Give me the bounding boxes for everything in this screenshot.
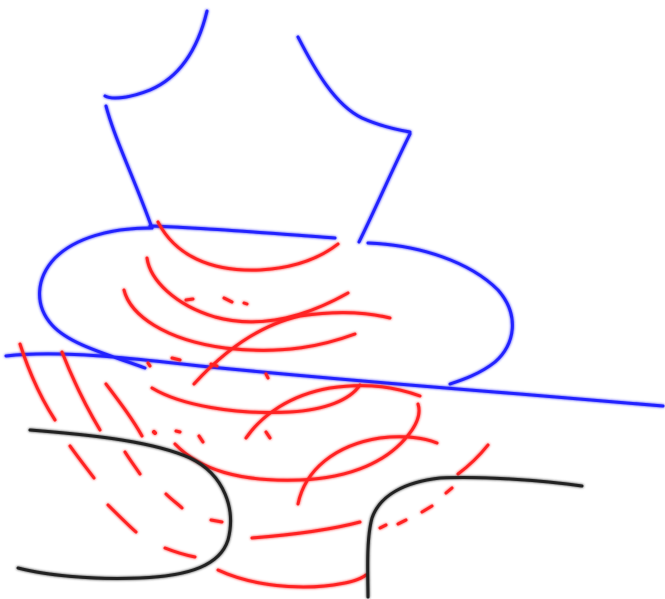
black-right-lobe [368, 477, 582, 597]
red-left-8 [165, 548, 195, 557]
red-dot-k [154, 432, 155, 433]
red-dash-f [266, 374, 268, 378]
red-mid-arc-3 [175, 404, 419, 480]
red-right-dash-1 [380, 525, 386, 528]
blue-right-pentagon-side [359, 134, 410, 242]
red-left-4 [70, 446, 94, 478]
red-left-7 [108, 505, 136, 532]
red-lower-arc-3 [218, 570, 366, 587]
red-dash-c [244, 303, 247, 304]
blue-strokes [6, 11, 663, 406]
red-arc-1 [158, 222, 338, 270]
red-dash-a [186, 299, 193, 300]
blue-horizon-line [6, 354, 663, 406]
black-strokes [18, 430, 582, 597]
red-mid-arc-4 [298, 437, 437, 504]
red-mid-arc-2 [246, 386, 420, 438]
blue-oval-right [368, 243, 512, 384]
red-dash-b [224, 298, 232, 302]
red-dash-i [199, 436, 203, 442]
red-left-6 [166, 494, 182, 508]
red-dash-j [266, 432, 270, 438]
red-strokes [20, 222, 488, 587]
red-dash-h [176, 431, 180, 432]
red-right-stroke [458, 445, 488, 474]
red-arc-2 [147, 258, 348, 322]
red-left-3 [106, 384, 142, 436]
red-right-dash-3 [422, 506, 432, 512]
red-left-2 [62, 352, 100, 430]
red-dash-d [172, 358, 180, 360]
blue-oval-left [40, 228, 152, 368]
blue-left-pentagon-side [106, 106, 152, 228]
red-right-dash-2 [398, 520, 406, 524]
blue-pentagon-base [150, 226, 335, 238]
red-dash-g [148, 363, 150, 366]
blue-left-neck-curve [105, 11, 207, 98]
red-right-dash-4 [446, 488, 452, 493]
red-left-5 [125, 452, 140, 474]
blue-right-neck-curve [298, 37, 410, 132]
red-lower-arc-1 [211, 520, 222, 522]
red-dash-e [211, 364, 217, 366]
red-lower-arc-2 [252, 522, 360, 538]
